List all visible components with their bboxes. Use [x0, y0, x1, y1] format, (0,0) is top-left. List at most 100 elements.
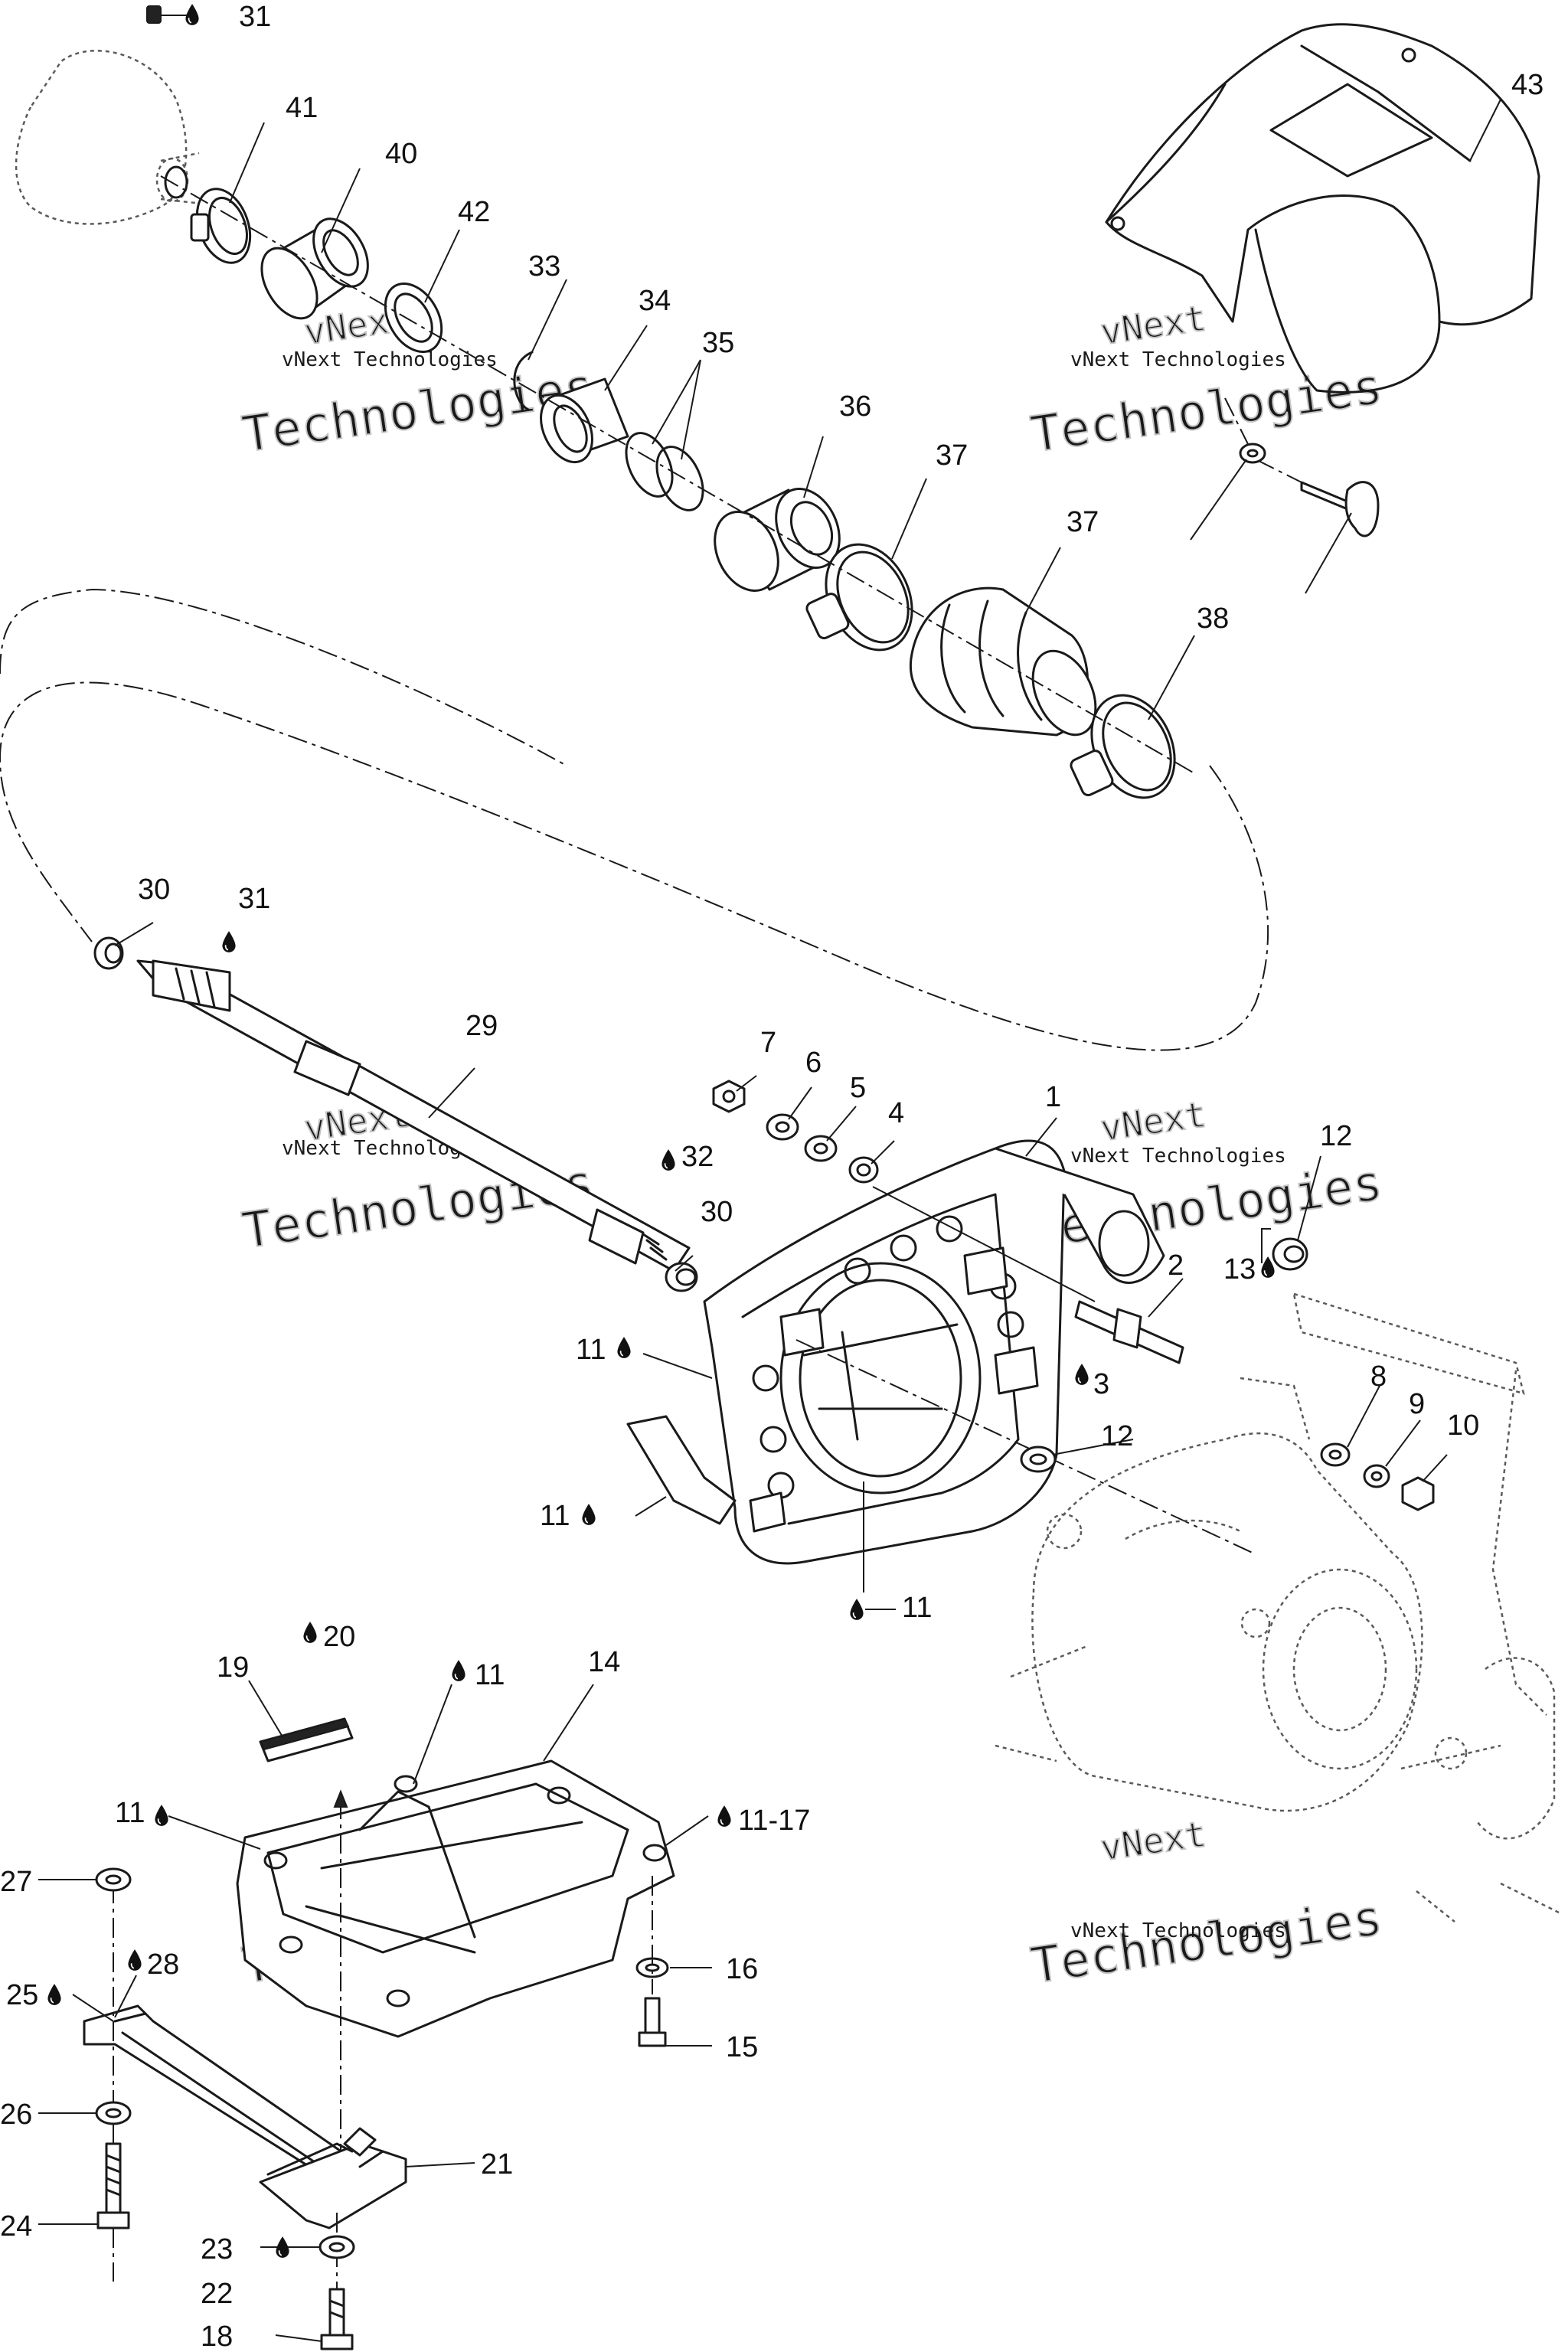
callout-30-left: 30	[138, 874, 170, 906]
callout-3: 3	[1093, 1368, 1109, 1400]
ride-plate-14	[236, 1759, 675, 2038]
svg-text:vNext: vNext	[1098, 1093, 1209, 1149]
callout-19: 20	[323, 1621, 355, 1653]
callout-31-left: 31	[238, 883, 270, 915]
callout-11-17: 11-17	[738, 1805, 810, 1837]
seal-30-left	[93, 936, 124, 970]
washer-6	[766, 1113, 799, 1141]
loop-top-line	[0, 588, 567, 766]
nut-10	[1401, 1476, 1435, 1511]
housing-1	[703, 1139, 1165, 1565]
callout-11-plate-top: 11	[475, 1659, 505, 1691]
callout-8: 8	[1370, 1361, 1387, 1393]
washer-5	[804, 1135, 838, 1162]
pto-fitting-top	[146, 5, 188, 199]
hose-clamp-37-upper	[805, 543, 913, 652]
hose-clamp-37-lower	[1070, 694, 1176, 799]
callout-31-mid: 32	[681, 1141, 714, 1173]
callout-7: 7	[760, 1027, 776, 1059]
svg-text:vNext: vNext	[1098, 1813, 1209, 1869]
callout-28: 25	[6, 1979, 38, 2011]
engine-pto-ghost	[15, 50, 200, 225]
watermark-top-right: vNext Technologies vNext Technologies	[1027, 296, 1387, 465]
callout-37-upper: 37	[936, 439, 968, 472]
bushing-12-upper	[1272, 1237, 1308, 1271]
callout-38: 40	[385, 138, 417, 170]
callout-41: 43	[1511, 69, 1544, 101]
callout-10: 10	[1447, 1410, 1479, 1442]
callout-21: 18	[201, 2321, 233, 2352]
callout-29: 29	[466, 1010, 498, 1042]
callout-2: 2	[1168, 1250, 1184, 1282]
callout-34: 35	[702, 327, 734, 359]
callout-24: 24	[0, 2210, 32, 2243]
bolt-15	[638, 1997, 667, 2047]
svg-text:vNext: vNext	[1098, 297, 1209, 353]
callout-6: 6	[805, 1047, 822, 1079]
callout-40: 42	[458, 196, 490, 228]
callout-36: 37	[1067, 506, 1099, 538]
callout-11-bore: 11	[902, 1592, 932, 1624]
svg-text:vNext Technologies: vNext Technologies	[1070, 1919, 1286, 1942]
callout-39: 41	[286, 92, 318, 124]
seal-30-right	[665, 1262, 698, 1292]
callout-12-lower: 12	[1101, 1420, 1133, 1452]
intake-grate-20	[259, 2127, 407, 2230]
callout-25: 26	[0, 2099, 32, 2131]
o-rings-34	[625, 432, 704, 511]
callout-31-top: 31	[239, 1, 271, 33]
ring-40	[384, 282, 443, 354]
callout-5: 5	[850, 1072, 866, 1104]
callout-13: 13	[1223, 1253, 1256, 1285]
upper-assembly-centerline	[160, 175, 1195, 774]
svg-text:Technologies: Technologies	[1027, 358, 1386, 464]
svg-text:Technologies: Technologies	[1027, 1890, 1386, 1995]
callout-14: 14	[588, 1646, 620, 1678]
washer-26	[95, 1867, 132, 1892]
jet-pump-ghost	[995, 1292, 1563, 1922]
callout-4: 4	[888, 1097, 904, 1129]
callout-11-plate-left: 11	[115, 1797, 145, 1829]
cover-41	[1105, 23, 1540, 394]
arrow-up-marker	[333, 1789, 348, 1808]
washer-12-lower	[1020, 1446, 1057, 1473]
leader-lines	[38, 15, 1501, 2342]
coupler-38	[260, 217, 369, 320]
callout-1: 1	[1045, 1081, 1061, 1113]
callout-27: 28	[147, 1949, 179, 1981]
callout-33: 34	[639, 285, 671, 317]
washer-8	[1320, 1442, 1351, 1467]
callout-23: 22	[201, 2278, 233, 2310]
callout-12-upper: 12	[1320, 1120, 1352, 1152]
washer-25	[95, 2101, 132, 2125]
seal-carrier-33	[540, 377, 629, 464]
housing-stud-line	[872, 1186, 1096, 1302]
housing-centerline	[795, 1339, 1256, 1555]
washer-22	[318, 2235, 355, 2259]
callout-30-mid: 30	[701, 1196, 733, 1228]
stud-2	[1074, 1300, 1184, 1364]
lock-washer-4	[848, 1156, 879, 1184]
boot-36	[909, 586, 1097, 737]
callout-9: 9	[1409, 1388, 1425, 1420]
callout-22: 23	[201, 2233, 233, 2265]
callout-20: 21	[481, 2148, 513, 2180]
bar-18	[259, 1717, 354, 1762]
svg-text:vNext Technologies: vNext Technologies	[1070, 1145, 1286, 1168]
callout-11-housing-left: 11	[576, 1334, 606, 1366]
svg-text:vNext Technologies: vNext Technologies	[1070, 348, 1286, 371]
watermark-bottom-right: vNext Technologies vNext Technologies	[1027, 1812, 1387, 1996]
callout-26: 27	[0, 1866, 32, 1898]
callout-18: 19	[217, 1651, 249, 1684]
bolt-21	[320, 2288, 354, 2350]
cover-fastener-line	[1224, 397, 1318, 491]
drive-shaft-29	[136, 959, 691, 1272]
nut-7	[712, 1080, 746, 1113]
support-bracket-28	[83, 2004, 354, 2176]
svg-text:vNext Technologies: vNext Technologies	[282, 348, 498, 371]
bolt-24	[96, 2142, 130, 2230]
callout-11-fin: 11	[540, 1500, 570, 1532]
circlip-32	[513, 351, 534, 411]
